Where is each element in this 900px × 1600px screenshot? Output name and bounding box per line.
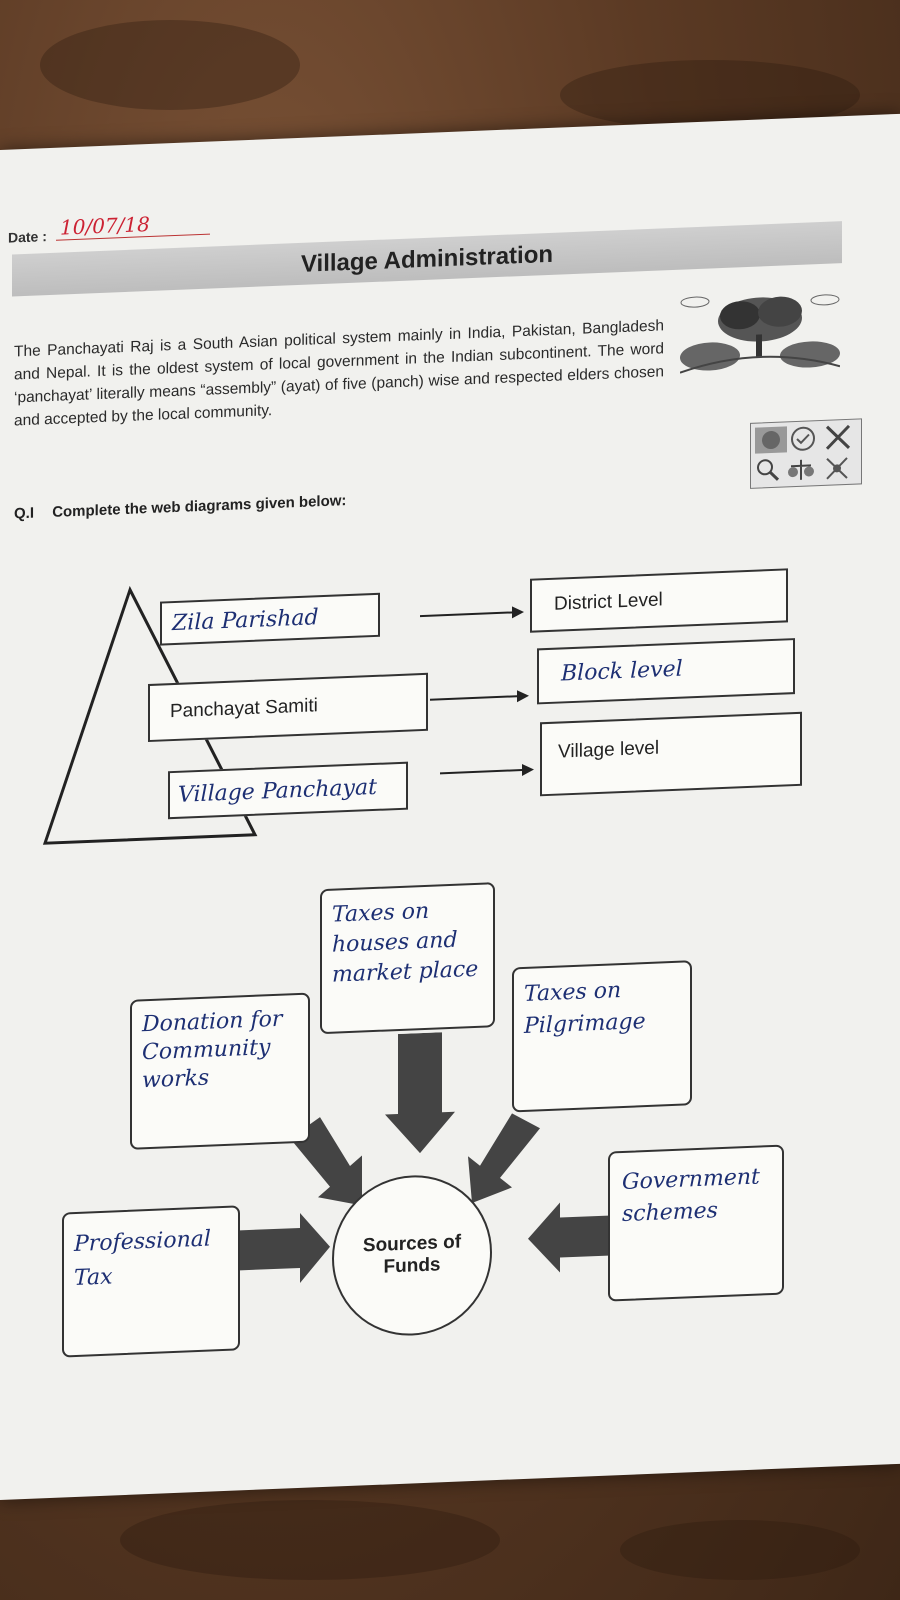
source-box-government-schemes: Government schemes — [608, 1144, 784, 1302]
pyramid-tier-village-panchayat: Village Panchayat — [168, 761, 408, 820]
level-label: District Level — [554, 589, 663, 615]
level-box-district: District Level — [530, 568, 788, 633]
tools-icon — [826, 457, 848, 480]
question-number: Q.I — [14, 504, 35, 523]
arrow-head — [517, 689, 529, 703]
source-label: Taxes on Pilgrimage — [524, 978, 646, 1039]
check-icon — [791, 426, 815, 451]
worksheet-page: Date : 10/07/18 Village Administration T… — [0, 113, 900, 1500]
arrow-head — [512, 605, 524, 619]
date-value: 10/07/18 — [56, 209, 210, 241]
source-box-professional-tax: Professional Tax — [62, 1205, 240, 1358]
intro-paragraph: The Panchayati Raj is a South Asian poli… — [14, 316, 664, 429]
level-label: Village level — [558, 737, 660, 763]
source-label: Donation for Community works — [142, 1006, 283, 1094]
question-text: Complete the web diagrams given below: — [52, 492, 347, 521]
source-label: Professional Tax — [74, 1226, 211, 1292]
source-label: Government schemes — [622, 1164, 760, 1228]
question-heading: Q.I Complete the web diagrams given belo… — [14, 492, 346, 522]
tier-name: Village Panchayat — [178, 774, 377, 808]
page-title: Village Administration — [300, 240, 554, 278]
center-label: Sources of Funds — [362, 1231, 462, 1278]
pyramid-tier-zila-parishad: Zila Parishad — [160, 592, 380, 646]
arrow-zila — [420, 611, 515, 618]
source-box-donation: Donation for Community works — [130, 992, 310, 1150]
arrow-head — [522, 763, 534, 777]
cross-icon — [825, 424, 851, 450]
landscape-clipart — [680, 294, 840, 374]
web-arrows — [240, 1032, 608, 1283]
source-box-taxes-houses: Taxes on houses and market place — [320, 882, 495, 1035]
arrow-samiti — [430, 695, 520, 701]
level-box-block: Block level — [537, 638, 795, 705]
scales-icon — [788, 459, 814, 480]
level-box-village: Village level — [540, 711, 802, 797]
brain-icon — [755, 426, 787, 454]
tier-name: Panchayat Samiti — [170, 695, 318, 723]
pyramid-tier-panchayat-samiti: Panchayat Samiti — [148, 672, 428, 743]
tier-name: Zila Parishad — [172, 605, 319, 637]
magnifier-icon — [757, 459, 780, 481]
date-label: Date : — [8, 228, 47, 246]
level-label: Block level — [561, 656, 683, 687]
source-box-taxes-pilgrimage: Taxes on Pilgrimage — [512, 960, 692, 1113]
skill-icons-strip — [750, 418, 862, 489]
source-label: Taxes on houses and market place — [332, 898, 479, 988]
arrow-village — [440, 768, 525, 775]
